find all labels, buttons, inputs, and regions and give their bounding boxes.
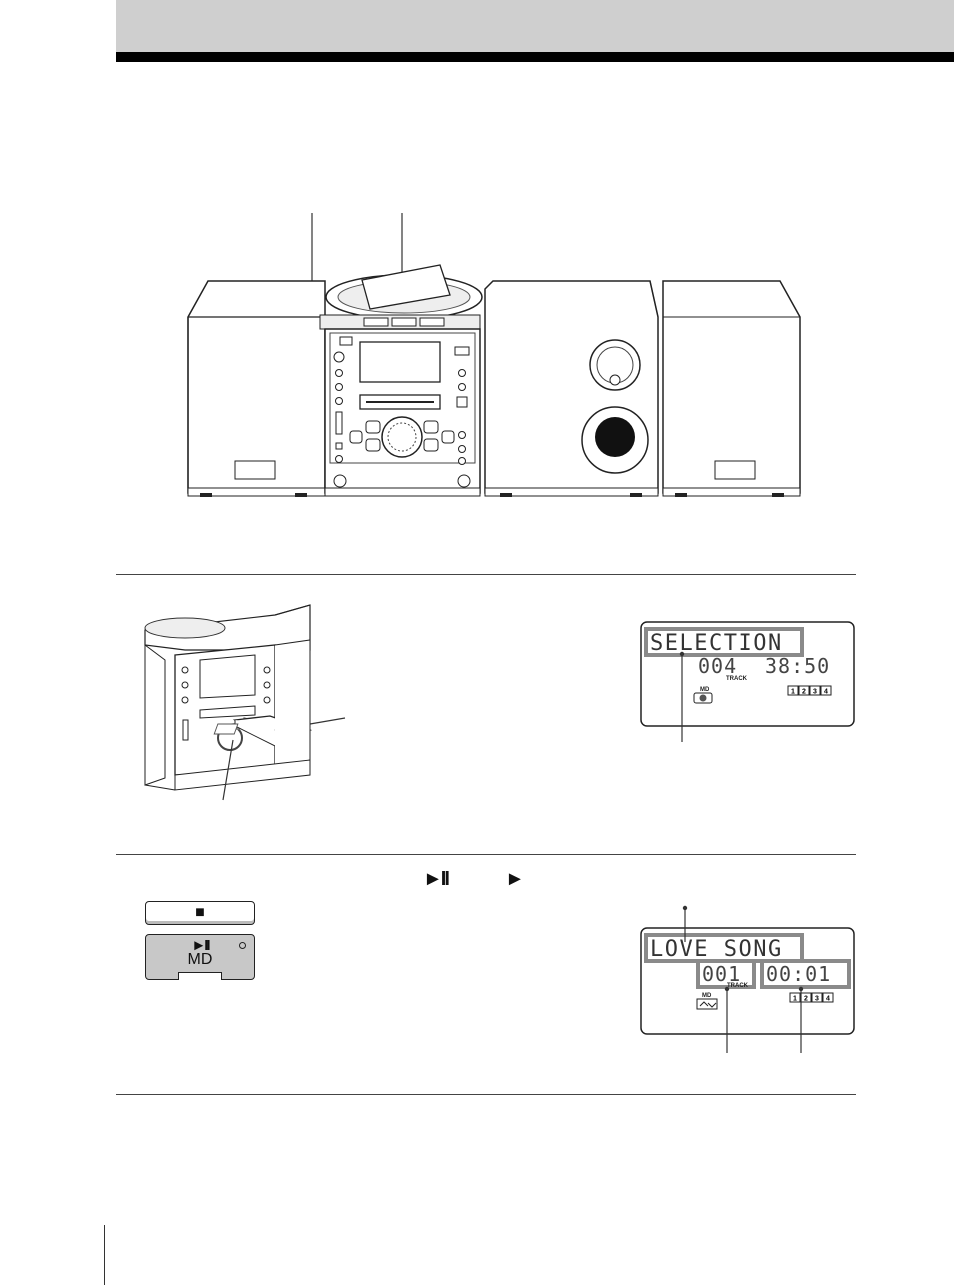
lcd-display-selection: SELECTION 004 38:50 TRACK MD 1 2 3 4 bbox=[640, 621, 855, 727]
callout-line-selection bbox=[679, 651, 685, 742]
stereo-system-illustration bbox=[187, 213, 801, 497]
page-margin-line bbox=[104, 1225, 105, 1285]
callout-line-track bbox=[724, 986, 730, 1053]
bank-indicators: 1 2 3 4 bbox=[789, 992, 834, 1003]
lcd-source-label: MD bbox=[700, 687, 710, 693]
indicator-led bbox=[239, 942, 246, 949]
stop-button[interactable]: ■ bbox=[145, 901, 255, 925]
bank-4: 4 bbox=[824, 689, 828, 696]
lcd-track-count: 004 bbox=[698, 654, 737, 678]
header-band bbox=[116, 0, 954, 52]
md-play-pause-icon: ►II bbox=[191, 937, 210, 954]
header-rule bbox=[116, 52, 954, 62]
play-pause-symbol: ►II bbox=[423, 868, 450, 890]
lcd-track-label: TRACK bbox=[726, 676, 748, 682]
lcd-source-label: MD bbox=[702, 993, 712, 999]
lcd-line1-text: LOVE SONG bbox=[650, 937, 783, 962]
stop-icon: ■ bbox=[195, 904, 205, 921]
play-mode-icon bbox=[696, 998, 718, 1010]
callout-line-time bbox=[798, 986, 804, 1053]
md-button-label: MD bbox=[187, 951, 213, 968]
lcd-track-number: 001 bbox=[702, 962, 741, 986]
bank-2: 2 bbox=[802, 689, 806, 696]
lcd-line1-text: SELECTION bbox=[650, 631, 783, 656]
lcd-display-love-song: LOVE SONG 001 00:01 TRACK MD 1 2 3 4 bbox=[640, 927, 855, 1035]
bank-4: 4 bbox=[826, 996, 830, 1003]
play-symbol: ► bbox=[505, 868, 525, 890]
subwoofer bbox=[484, 280, 659, 497]
section-divider-1 bbox=[116, 574, 856, 575]
bank-3: 3 bbox=[815, 996, 819, 1003]
right-speaker bbox=[662, 280, 801, 497]
bank-1: 1 bbox=[791, 689, 795, 696]
insert-md-illustration bbox=[144, 604, 346, 801]
bank-indicators: 1 2 3 4 bbox=[787, 685, 832, 696]
bank-2: 2 bbox=[804, 996, 808, 1003]
highlight-box-time bbox=[760, 959, 851, 989]
bank-3: 3 bbox=[813, 689, 817, 696]
callout-line-title bbox=[682, 905, 688, 942]
section-divider-3 bbox=[116, 1094, 856, 1095]
md-play-pause-button[interactable]: ►II MD bbox=[145, 934, 255, 980]
highlight-box-selection bbox=[644, 627, 804, 657]
section-divider-2 bbox=[116, 854, 856, 855]
left-speaker bbox=[187, 280, 326, 497]
lcd-total-time: 38:50 bbox=[765, 654, 830, 678]
center-unit bbox=[319, 264, 483, 497]
highlight-box-track bbox=[696, 959, 756, 989]
lcd-elapsed-time: 00:01 bbox=[766, 962, 831, 986]
callout-line-md-button bbox=[222, 739, 234, 801]
bank-1: 1 bbox=[793, 996, 797, 1003]
lcd-track-label: TRACK bbox=[727, 983, 749, 989]
